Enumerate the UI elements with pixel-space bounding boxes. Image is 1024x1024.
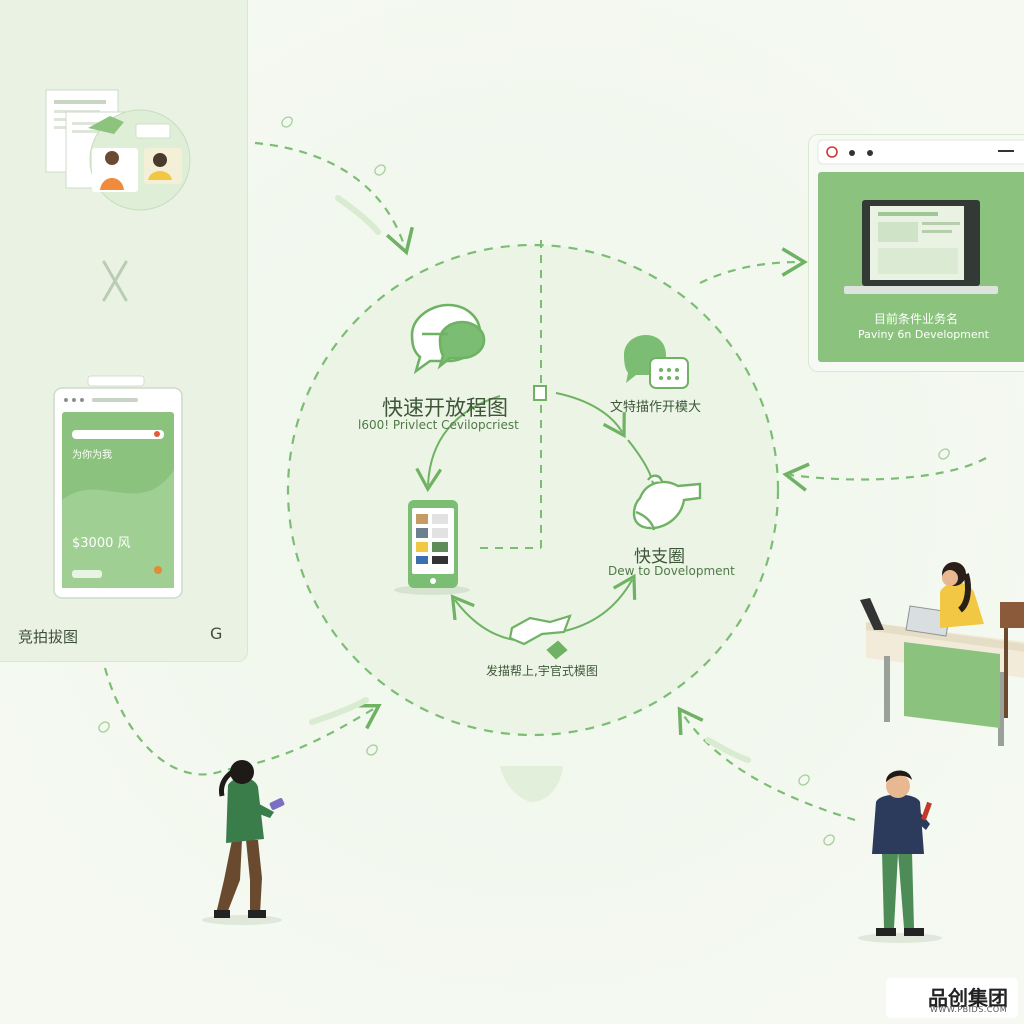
cycle-arrow-top-right: [555, 392, 626, 439]
chat-bubbles-icon: [410, 303, 486, 375]
cycle-arrow-bottom-left: [450, 594, 516, 641]
person-working-at-desk: [860, 562, 1024, 746]
flow-arrow-top-right: [699, 247, 808, 284]
main-subtitle: l600! Privlect Cevilopcriest: [358, 418, 519, 432]
person-standing: [858, 770, 942, 943]
main-title: 快速开放程图: [382, 396, 508, 420]
tablet-price: $3000 风: [72, 536, 131, 551]
left-panel-label: 竞拍拔图: [18, 628, 79, 646]
tablet-device: [53, 375, 183, 599]
development-icon: [632, 474, 702, 531]
top-right-label: 文特描作开模大: [610, 400, 702, 415]
left-panel-glyph: G: [210, 624, 223, 643]
decor-swoosh: [335, 195, 381, 235]
browser-caption-en: Paviny 6n Development: [858, 328, 989, 341]
browser-caption-cn: 目前条件业务名: [874, 312, 959, 326]
brand-badge: 品创集团 WWW.PBIDS.COM: [886, 978, 1018, 1018]
flow-arrow-right: [782, 457, 987, 492]
person-walking-with-phone: [202, 760, 285, 925]
cycle-arrow-left: [415, 395, 501, 493]
brand-name: 品创集团: [928, 986, 1008, 1010]
dev-title: 快支圈: [634, 547, 685, 567]
decor-base: [500, 766, 563, 802]
tablet-heading: 为你为我: [72, 450, 112, 461]
decor-swoosh: [705, 737, 751, 763]
dollar-ribbon-icon: [533, 385, 547, 401]
bottom-label: 发描帮上,宇官式模图: [486, 664, 598, 678]
video-call-icon: [88, 109, 191, 211]
flow-arrow-bottom-right: [677, 706, 856, 822]
crossed-tools-icon: [102, 260, 128, 302]
flow-arrow-bottom-left: [103, 667, 382, 776]
decor-swoosh: [309, 697, 369, 725]
brand-url: WWW.PBIDS.COM: [930, 1005, 1008, 1014]
browser-window: [817, 139, 1024, 362]
message-bubbles-icon: [624, 335, 689, 389]
flow-arrow-top-left: [254, 141, 414, 256]
dev-subtitle: Dew to Dovelopment: [608, 564, 735, 578]
smartphone-device: [394, 500, 470, 595]
cycle-arrow-bottom-right: [559, 573, 637, 633]
ribbon-icon: [508, 614, 572, 660]
